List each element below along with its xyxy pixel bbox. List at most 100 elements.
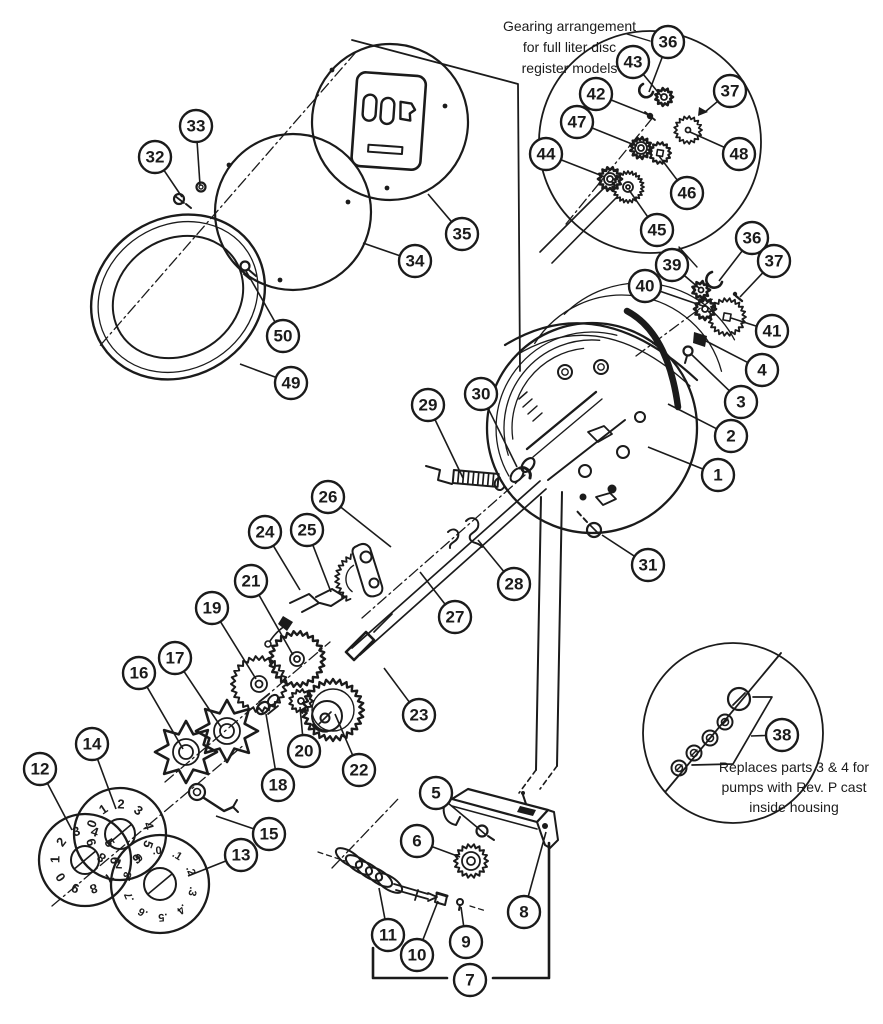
tens-disc-14-digit: 0: [84, 818, 101, 830]
callout-36: 36: [648, 24, 686, 93]
callout-number: 27: [446, 608, 465, 627]
callout-circle: [713, 418, 749, 454]
callout-10: 10: [399, 900, 439, 973]
mounting-panel: [97, 39, 521, 372]
gear-47: [629, 135, 654, 161]
retaining-clip: [637, 82, 655, 99]
note-gearing-arrangement: Gearing arrangement for full liter disc …: [492, 16, 647, 79]
callout-number: 35: [453, 225, 472, 244]
callout-leader: [487, 407, 518, 468]
callout-circle: [744, 352, 780, 388]
tens-disc-14-digit: 7: [115, 856, 123, 871]
callout-leader: [146, 686, 184, 750]
callout-circle: [265, 318, 301, 354]
tenths-disc-13-digit: .0: [152, 845, 162, 858]
callout-23: 23: [383, 667, 437, 733]
gear-44: [596, 166, 624, 192]
callout-number: 16: [130, 664, 149, 683]
callout-leader: [704, 100, 719, 113]
callout-number: 29: [419, 396, 438, 415]
callout-40: 40: [627, 268, 704, 307]
callout-17: 17: [157, 640, 222, 728]
callout-circle: [754, 313, 790, 349]
note-line: pumps with Rev. P cast: [721, 779, 867, 795]
units-disc-12-digit: 1: [47, 856, 62, 863]
callout-36: 36: [718, 220, 770, 282]
callout-circle: [137, 139, 173, 175]
callout-leader: [648, 56, 664, 93]
callout-number: 12: [31, 760, 50, 779]
callout-number: 17: [166, 649, 185, 668]
callout-leader: [477, 539, 505, 573]
tenths-disc-13-digit: .8: [121, 871, 135, 883]
washer: [701, 729, 719, 747]
callout-number: 7: [465, 971, 474, 990]
callout-leader: [434, 419, 464, 479]
drum-internals: [518, 359, 646, 506]
gear-20-teeth: [288, 688, 314, 714]
callout-circle: [452, 962, 488, 998]
gear-6-teeth: [453, 843, 489, 879]
callout-circle: [121, 655, 157, 691]
bezel-screw: [172, 192, 192, 209]
callout-38: 38: [750, 717, 800, 753]
callout-number: 32: [146, 148, 165, 167]
callout-leader: [705, 340, 749, 364]
callout-circle: [528, 136, 564, 172]
callout-number: 37: [765, 252, 784, 271]
window-digit-zero: [379, 96, 396, 126]
callout-leader: [378, 887, 386, 920]
callout-circle: [639, 212, 675, 248]
sector-gear-teeth: [334, 553, 352, 602]
callout-circle: [723, 384, 759, 420]
callout-number: 38: [773, 726, 792, 745]
drum-rim-arc: [511, 347, 585, 440]
callout-15: 15: [215, 815, 287, 852]
callout-4: 4: [705, 340, 780, 388]
gear-48-teeth: [673, 115, 703, 145]
callout-7: 7: [452, 962, 488, 998]
gear-39-hub: [697, 286, 705, 294]
units-disc-12-digit: 3: [71, 823, 82, 839]
callout-leader: [219, 621, 257, 680]
callout-44: 44: [528, 136, 606, 178]
callout-circle: [22, 751, 58, 787]
gear-6-hub: [466, 856, 476, 866]
pointer-line: [691, 696, 773, 766]
callout-leader: [628, 189, 649, 218]
callout-49: 49: [239, 363, 309, 401]
replacement-inset: [642, 642, 824, 824]
callout-leader: [183, 670, 222, 728]
units-disc-12-rim: [37, 812, 133, 908]
callout-leader: [460, 906, 465, 927]
sector-gear-root: [345, 564, 355, 593]
callout-circle: [260, 767, 296, 803]
callout-number: 43: [624, 53, 643, 72]
tens-disc-14-keyline: [107, 823, 133, 845]
window-slot: [367, 143, 404, 156]
callout-circle: [399, 823, 435, 859]
callout-circle: [410, 387, 446, 423]
callout-circle: [764, 717, 800, 753]
callout-number: 1: [713, 466, 722, 485]
callout-number: 11: [379, 926, 397, 945]
glass-disc: [213, 132, 373, 292]
tens-disc-14-digit: 5: [140, 838, 157, 850]
gear-47-hub: [637, 144, 645, 152]
units-disc-12-digit: 9: [69, 880, 81, 897]
callout-leader: [96, 758, 117, 810]
callout-circle: [341, 752, 377, 788]
callout-circle: [401, 697, 437, 733]
sprocket-17-hub: [219, 723, 235, 739]
callout-circle: [627, 268, 663, 304]
callout-number: 41: [763, 322, 782, 341]
callout-circle: [721, 136, 757, 172]
callout-number: 19: [203, 599, 222, 618]
callout-number: 46: [678, 184, 697, 203]
callout-leader: [527, 831, 547, 897]
callout-circle: [310, 479, 346, 515]
shaft-27-centerline: [361, 474, 526, 619]
callout-number: 23: [410, 706, 429, 725]
callout-number: 2: [726, 427, 735, 446]
